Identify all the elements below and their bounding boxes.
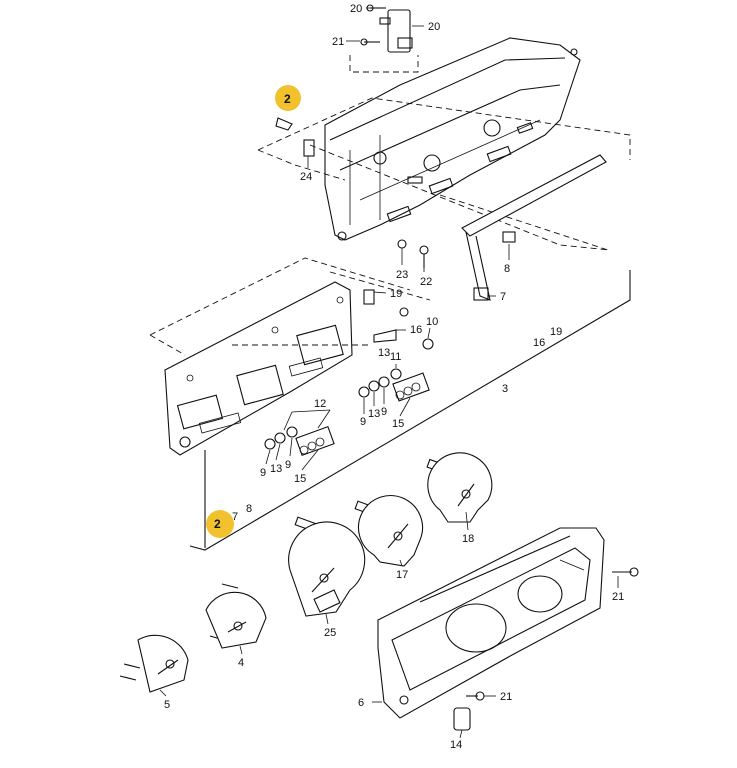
- callout-9a: 9: [360, 416, 366, 428]
- callout-2-top: 2: [284, 92, 291, 106]
- callout-11: 11: [390, 351, 401, 363]
- callout-25: 25: [324, 627, 336, 639]
- gauge-25: [288, 516, 366, 617]
- callout-3: 3: [502, 383, 508, 395]
- callout-6: 6: [358, 697, 364, 709]
- callout-13c: 13: [270, 463, 282, 475]
- callout-8b: 8: [246, 503, 252, 515]
- bulbs-sockets: [264, 289, 434, 456]
- callout-17: 17: [396, 569, 408, 581]
- callout-8: 8: [504, 263, 510, 275]
- bracket-top: [349, 4, 419, 73]
- callout-13b: 13: [368, 408, 380, 420]
- gauge-18: [426, 452, 493, 523]
- callout-21b: 21: [612, 591, 624, 603]
- callout-20b: 20: [428, 21, 440, 33]
- callout-4: 4: [238, 657, 244, 669]
- callout-10: 10: [426, 316, 438, 328]
- callout-16b: 16: [533, 337, 545, 349]
- callout-22: 22: [420, 276, 432, 288]
- callout-15a: 15: [392, 418, 404, 430]
- callout-21a: 21: [332, 36, 344, 48]
- callout-24: 24: [300, 171, 312, 183]
- cluster-lens-frame: [377, 527, 605, 719]
- callout-14: 14: [450, 739, 462, 751]
- callout-18: 18: [462, 533, 474, 545]
- callout-5: 5: [164, 699, 170, 711]
- rail-bracket: [461, 154, 607, 301]
- callout-9c: 9: [260, 467, 266, 479]
- callout-23: 23: [396, 269, 408, 281]
- gauge-4: [205, 583, 267, 649]
- circuit-board: [164, 281, 353, 456]
- callout-7: 7: [500, 291, 506, 303]
- callout-highlight-2-bottom: [206, 510, 234, 538]
- cluster-housing: [324, 37, 581, 241]
- callout-highlight-2-top: [275, 85, 301, 111]
- callout-21c: 21: [500, 691, 512, 703]
- gauge-5: [119, 634, 189, 693]
- callout-9b: 9: [381, 406, 387, 418]
- callout-2-bottom: 2: [214, 517, 221, 531]
- callout-12: 12: [314, 398, 326, 410]
- callout-15b: 15: [294, 473, 306, 485]
- callout-20a: 20: [350, 3, 362, 15]
- gauge-17: [354, 495, 424, 567]
- callout-19a: 19: [390, 288, 402, 300]
- callout-16a: 16: [410, 324, 422, 336]
- callout-19b: 19: [550, 326, 562, 338]
- callout-9d: 9: [285, 459, 291, 471]
- callout-13a: 13: [378, 347, 390, 359]
- callout-7b: 7: [232, 511, 238, 523]
